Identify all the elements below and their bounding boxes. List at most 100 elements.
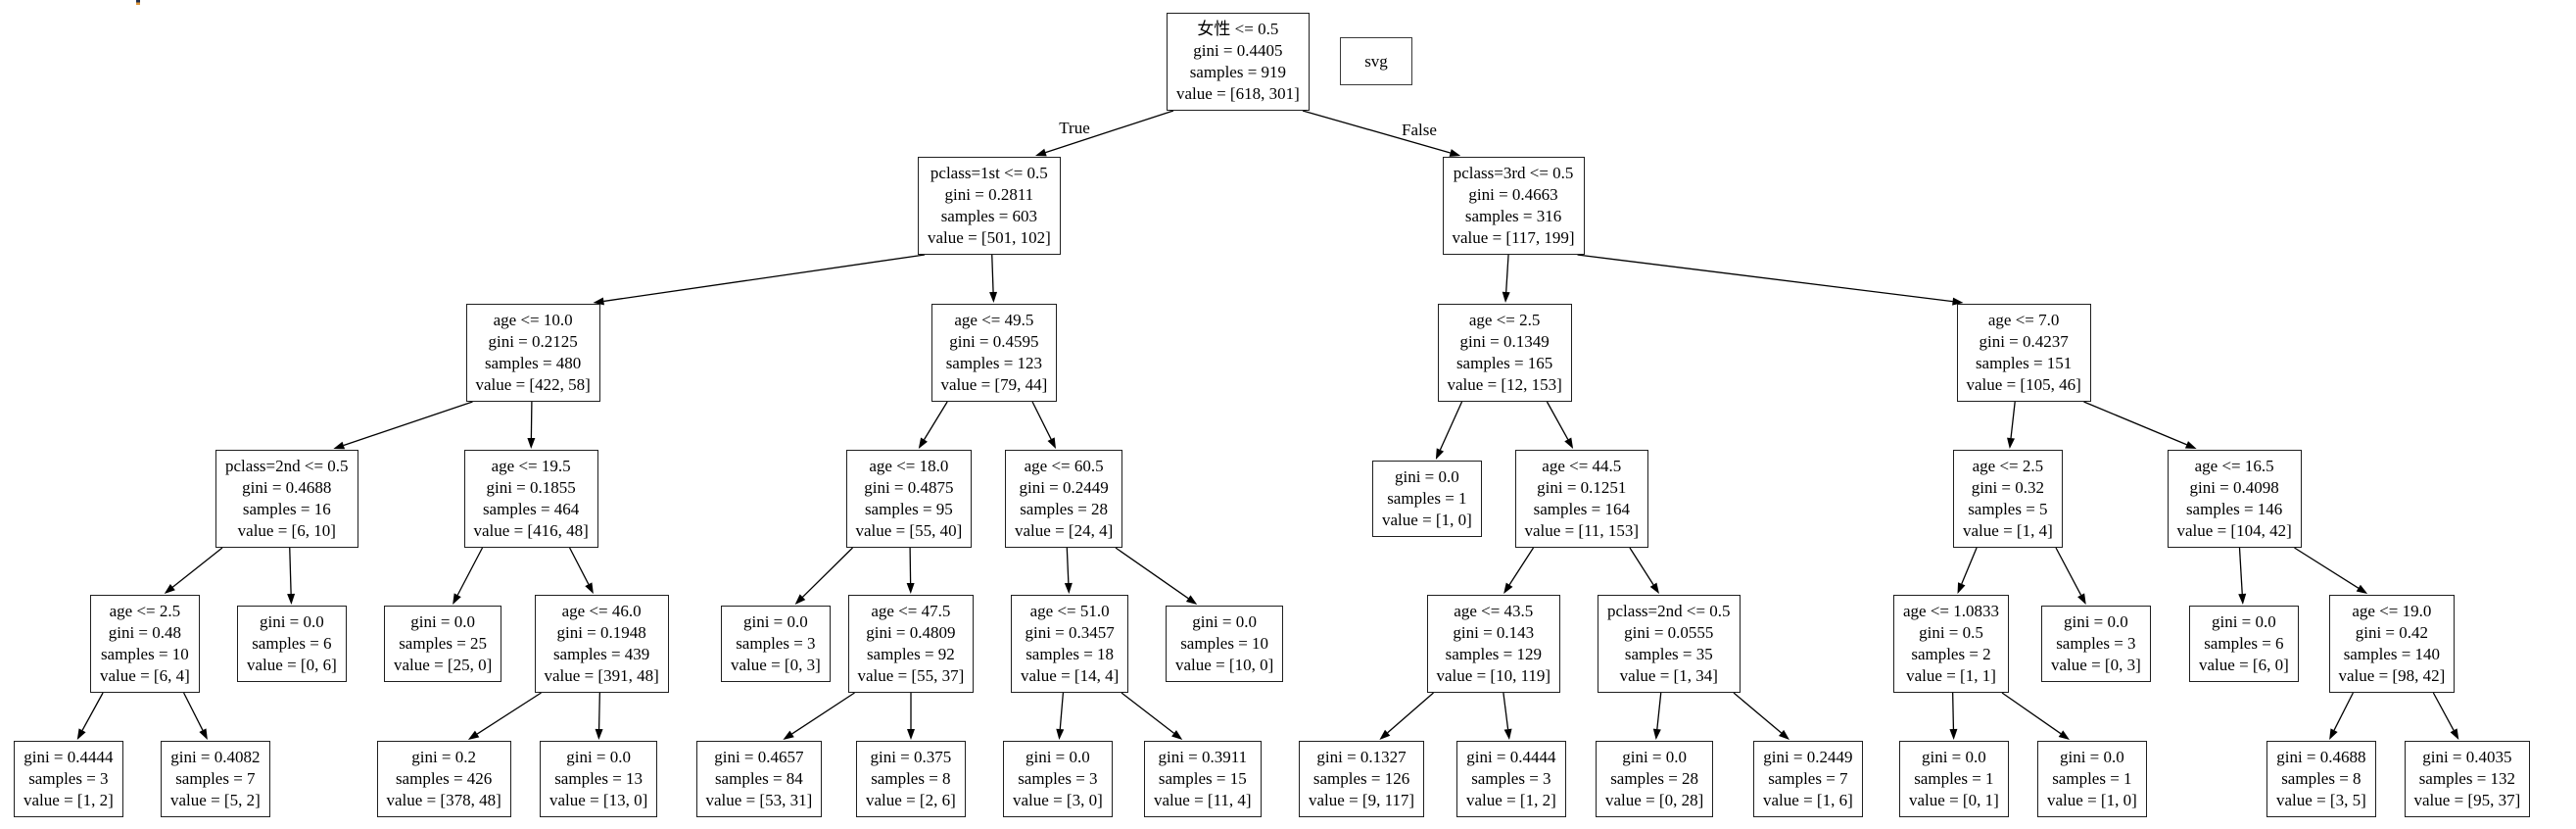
tree-edge-n10-n22	[1115, 547, 1189, 600]
node-line: samples = 7	[175, 769, 256, 788]
node-line: gini = 0.3457	[1025, 623, 1115, 642]
tree-edge-n4-n10	[1031, 401, 1052, 440]
node-line: samples = 3	[28, 769, 109, 788]
edge-arrowhead	[2077, 593, 2086, 605]
node-line: samples = 28	[1020, 500, 1109, 518]
node-line: samples = 140	[2343, 645, 2441, 663]
edge-arrowhead	[467, 730, 480, 740]
node-line: age <= 7.0	[1987, 311, 2060, 329]
node-line: gini = 0.1251	[1537, 478, 1627, 497]
tree-edge-n28-n44	[2432, 692, 2455, 731]
node-line: samples = 132	[2418, 769, 2516, 788]
node-line: value = [6, 4]	[100, 666, 190, 685]
node-line: value = [53, 31]	[705, 791, 813, 809]
edge-arrowhead	[907, 729, 915, 740]
tree-edge-n3-n7	[343, 401, 473, 447]
node-line: gini = 0.0	[742, 612, 808, 631]
node-line: value = [0, 28]	[1605, 791, 1704, 809]
node-line: value = [1, 0]	[2047, 791, 2137, 809]
node-line: age <= 10.0	[493, 311, 573, 329]
edge-arrowhead	[199, 728, 208, 740]
node-line: samples = 3	[736, 634, 816, 653]
node-line: samples = 3	[2056, 634, 2136, 653]
node-line: age <= 46.0	[561, 602, 642, 620]
edge-arrowhead	[595, 728, 603, 740]
tree-node-n33: gini = 0.4657 samples = 84 value = [53, 31…	[695, 741, 823, 817]
tree-edge-n21-n36	[1121, 692, 1174, 734]
edge-arrowhead	[1435, 448, 1445, 460]
node-line: gini = 0.3911	[1158, 748, 1248, 766]
node-line: samples = 316	[1464, 207, 1562, 225]
tree-edge-n20-n33	[791, 692, 855, 735]
node-line: age <= 47.5	[871, 602, 951, 620]
tree-edge-n24-n39	[1656, 692, 1662, 730]
edge-arrowhead	[2238, 593, 2247, 605]
edge-arrowhead	[1056, 728, 1065, 740]
node-line: samples = 84	[714, 769, 803, 788]
node-line: pclass=2nd <= 0.5	[1607, 602, 1731, 620]
node-line: value = [2, 6]	[866, 791, 956, 809]
edge-arrowhead	[1564, 437, 1574, 449]
node-line: gini = 0.0	[2063, 612, 2128, 631]
node-line: samples = 1	[1387, 489, 1467, 508]
node-line: samples = 6	[252, 634, 332, 653]
node-line: value = [416, 48]	[473, 521, 589, 540]
node-line: gini = 0.4098	[2189, 478, 2279, 497]
edge-arrowhead	[76, 728, 86, 740]
tree-edge-n6-n13	[2010, 401, 2016, 439]
tree-edge-n1-n3	[603, 254, 926, 303]
node-line: gini = 0.1349	[1459, 332, 1550, 351]
tree-edge-n1-n4	[991, 254, 994, 293]
tree-edge-n15-n30	[183, 692, 204, 731]
node-line: gini = 0.48	[108, 623, 182, 642]
node-line: value = [25, 0]	[394, 656, 493, 674]
node-line: age <= 16.5	[2194, 457, 2274, 475]
tree-edge-n8-n17	[456, 547, 484, 596]
node-line: gini = 0.4688	[242, 478, 332, 497]
node-line: gini = 0.2811	[944, 185, 1034, 204]
tree-edge-n18-n31	[476, 692, 542, 735]
node-line: value = [378, 48]	[386, 791, 501, 809]
node-line: value = [9, 117]	[1309, 791, 1415, 809]
node-line: value = [1, 2]	[24, 791, 114, 809]
tree-edge-n3-n8	[530, 401, 533, 439]
node-line: gini = 0.4237	[1979, 332, 2069, 351]
node-line: pclass=2nd <= 0.5	[225, 457, 349, 475]
edge-arrowhead	[1449, 149, 1461, 157]
node-line: value = [501, 102]	[928, 228, 1051, 247]
node-line: value = [10, 0]	[1175, 656, 1274, 674]
node-line: gini = 0.0	[1025, 748, 1090, 766]
node-line: value = [0, 1]	[1909, 791, 1999, 809]
edge-arrowhead	[2007, 437, 2016, 449]
node-line: age <= 1.0833	[1903, 602, 2000, 620]
node-line: gini = 0.4657	[714, 748, 804, 766]
node-line: age <= 51.0	[1029, 602, 1110, 620]
node-line: gini = 0.42	[2355, 623, 2429, 642]
node-line: age <= 2.5	[1972, 457, 2044, 475]
node-line: samples = 480	[484, 354, 582, 372]
node-line: value = [117, 199]	[1452, 228, 1575, 247]
node-line: samples = 6	[2204, 634, 2284, 653]
tree-edge-n13-n26	[2055, 547, 2082, 596]
node-line: age <= 19.0	[2352, 602, 2432, 620]
node-line: age <= 2.5	[109, 602, 181, 620]
